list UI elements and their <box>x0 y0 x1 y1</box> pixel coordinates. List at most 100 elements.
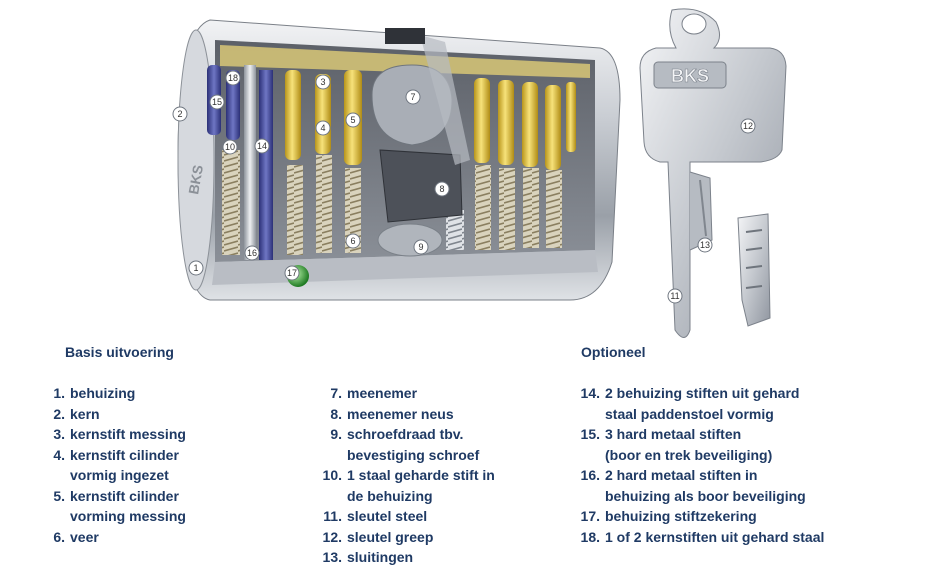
legend-item-text: 2 hard metaal stiften in behuizing als b… <box>605 467 806 504</box>
legend-item-text: sleutel steel <box>347 508 428 524</box>
callout-10: 10 <box>222 139 238 155</box>
cylinder-brand-logo: BKS <box>185 164 206 196</box>
key-brand-logo: BKS <box>671 66 709 86</box>
lock-cylinder-diagram: BKS <box>172 8 787 338</box>
legend-item: 16. 2 hard metaal stiften in behuizing al… <box>576 465 824 506</box>
callout-markers: 1 2 3 4 5 6 7 8 9 10 11 12 13 14 15 16 1… <box>172 70 756 304</box>
callout-13: 13 <box>697 237 713 253</box>
legend-item: 7. meenemer <box>318 383 495 404</box>
callout-5: 5 <box>345 112 361 128</box>
svg-text:13: 13 <box>700 240 710 250</box>
legend-item-number: 18. <box>580 528 600 545</box>
basis-title: Basis uitvoering <box>65 344 174 360</box>
legend-item: 13. sluitingen <box>318 547 495 568</box>
legend-item-number: 16. <box>580 467 600 483</box>
legend-item-number: 10. <box>322 467 342 483</box>
svg-text:18: 18 <box>228 73 238 83</box>
callout-8: 8 <box>434 181 450 197</box>
svg-text:8: 8 <box>439 184 444 194</box>
svg-text:15: 15 <box>212 97 222 107</box>
legend-item-text: sluitingen <box>347 549 414 565</box>
legend-item-text: kern <box>70 405 100 422</box>
legend-item: 3. kernstift messing <box>49 424 186 445</box>
legend-item: 12. sleutel greep <box>318 527 495 548</box>
callout-3: 3 <box>315 74 331 90</box>
legend-item-number: 5. <box>53 487 65 504</box>
legend-item: 14. 2 behuizing stiften uit gehard staal … <box>576 383 824 424</box>
callout-18: 18 <box>225 70 241 86</box>
cam-meenemer <box>371 28 470 257</box>
svg-text:9: 9 <box>418 242 423 252</box>
callout-4: 4 <box>315 120 331 136</box>
callout-11: 11 <box>667 288 683 304</box>
legend-item-text: 1 staal geharde stift in de behuizing <box>347 467 495 504</box>
legend-item: 18. 1 of 2 kernstiften uit gehard staal <box>576 527 825 548</box>
legend-item: 11. sleutel steel <box>318 506 495 527</box>
callout-17: 17 <box>284 265 300 281</box>
legend-item-text: behuizing stiftzekering <box>605 508 757 524</box>
legend-item-text: meenemer <box>347 385 418 401</box>
svg-text:6: 6 <box>350 236 355 246</box>
legend-item-text: veer <box>70 528 99 545</box>
legend-item-text: 2 behuizing stiften uit gehard staal pad… <box>605 385 800 422</box>
svg-text:4: 4 <box>320 123 325 133</box>
svg-text:14: 14 <box>257 141 267 151</box>
legend-item-number: 2. <box>53 405 65 422</box>
legend-item-number: 14. <box>580 385 600 401</box>
legend-item-number: 11. <box>323 508 342 524</box>
legend-item-number: 1. <box>53 385 65 401</box>
callout-9: 9 <box>413 239 429 255</box>
legend-column-basis: 1. behuizing 2. kern 3. kernstift messing 4.ke… <box>49 383 186 547</box>
legend-item-number: 9. <box>330 426 342 442</box>
svg-text:17: 17 <box>287 268 297 278</box>
callout-6: 6 <box>345 233 361 249</box>
svg-text:1: 1 <box>193 263 198 273</box>
callout-15: 15 <box>209 94 225 110</box>
legend-item: 15. 3 hard metaal stiften (boor en trek b… <box>576 424 824 465</box>
legend-item: 10. 1 staal geharde stift in de behuizing <box>318 465 495 506</box>
legend-item-number: 7. <box>330 385 342 401</box>
callout-1: 1 <box>188 260 204 276</box>
legend-item-number: 3. <box>53 426 65 442</box>
svg-text:5: 5 <box>350 115 355 125</box>
legend-item: 6. veer <box>49 527 186 548</box>
legend-item-number: 15. <box>580 426 600 442</box>
callout-2: 2 <box>172 106 188 122</box>
legend-item-number: 17. <box>580 508 600 524</box>
legend-item: 8. meenemer neus <box>318 404 495 425</box>
legend-item: 4.kernstift cilinder vormig ingezet <box>49 445 186 486</box>
legend-item-number: 13. <box>322 549 342 565</box>
svg-text:16: 16 <box>247 248 257 258</box>
optioneel-title: Optioneel <box>581 344 646 360</box>
legend-item: 1. behuizing <box>49 383 186 404</box>
legend-item-text: 3 hard metaal stiften (boor en trek beve… <box>605 426 773 463</box>
legend-item-number: 12. <box>322 528 342 545</box>
legend-item-text: schroefdraad tbv. bevestiging schroef <box>347 426 480 463</box>
legend-item-text: kernstift cilinder vormig ingezet <box>70 446 179 484</box>
svg-text:7: 7 <box>410 92 415 102</box>
legend-item-text: kernstift cilinder vorming messing <box>70 487 186 525</box>
legend-column-basis-2: 7. meenemer 8. meenemer neus 9. schroefdraad … <box>318 383 495 568</box>
svg-text:10: 10 <box>225 142 235 152</box>
legend-item-text: meenemer neus <box>347 405 454 422</box>
callout-7: 7 <box>405 89 421 105</box>
key: BKS <box>639 8 787 338</box>
svg-text:3: 3 <box>320 77 325 87</box>
legend-item-text: sleutel greep <box>347 528 434 545</box>
legend-item: 17. behuizing stiftzekering <box>576 506 824 527</box>
legend-item: 5. kernstift cilinder vorming messing <box>49 486 186 527</box>
legend-item-number: 8. <box>330 405 342 422</box>
legend-item-text: 1 of 2 kernstiften uit gehard staal <box>605 528 825 545</box>
svg-text:12: 12 <box>743 121 753 131</box>
legend-item: 9. schroefdraad tbv. bevestiging schroef <box>318 424 495 465</box>
legend-item-text: behuizing <box>70 385 136 401</box>
legend-item: 2. kern <box>49 404 186 425</box>
legend-item-text: kernstift messing <box>70 426 186 442</box>
svg-text:11: 11 <box>670 291 679 301</box>
callout-12: 12 <box>740 118 756 134</box>
legend-item-number: 6. <box>53 528 65 545</box>
svg-text:2: 2 <box>177 109 182 119</box>
legend-column-optioneel: 14. 2 behuizing stiften uit gehard staal … <box>576 383 825 548</box>
callout-14: 14 <box>254 138 270 154</box>
callout-16: 16 <box>244 245 260 261</box>
